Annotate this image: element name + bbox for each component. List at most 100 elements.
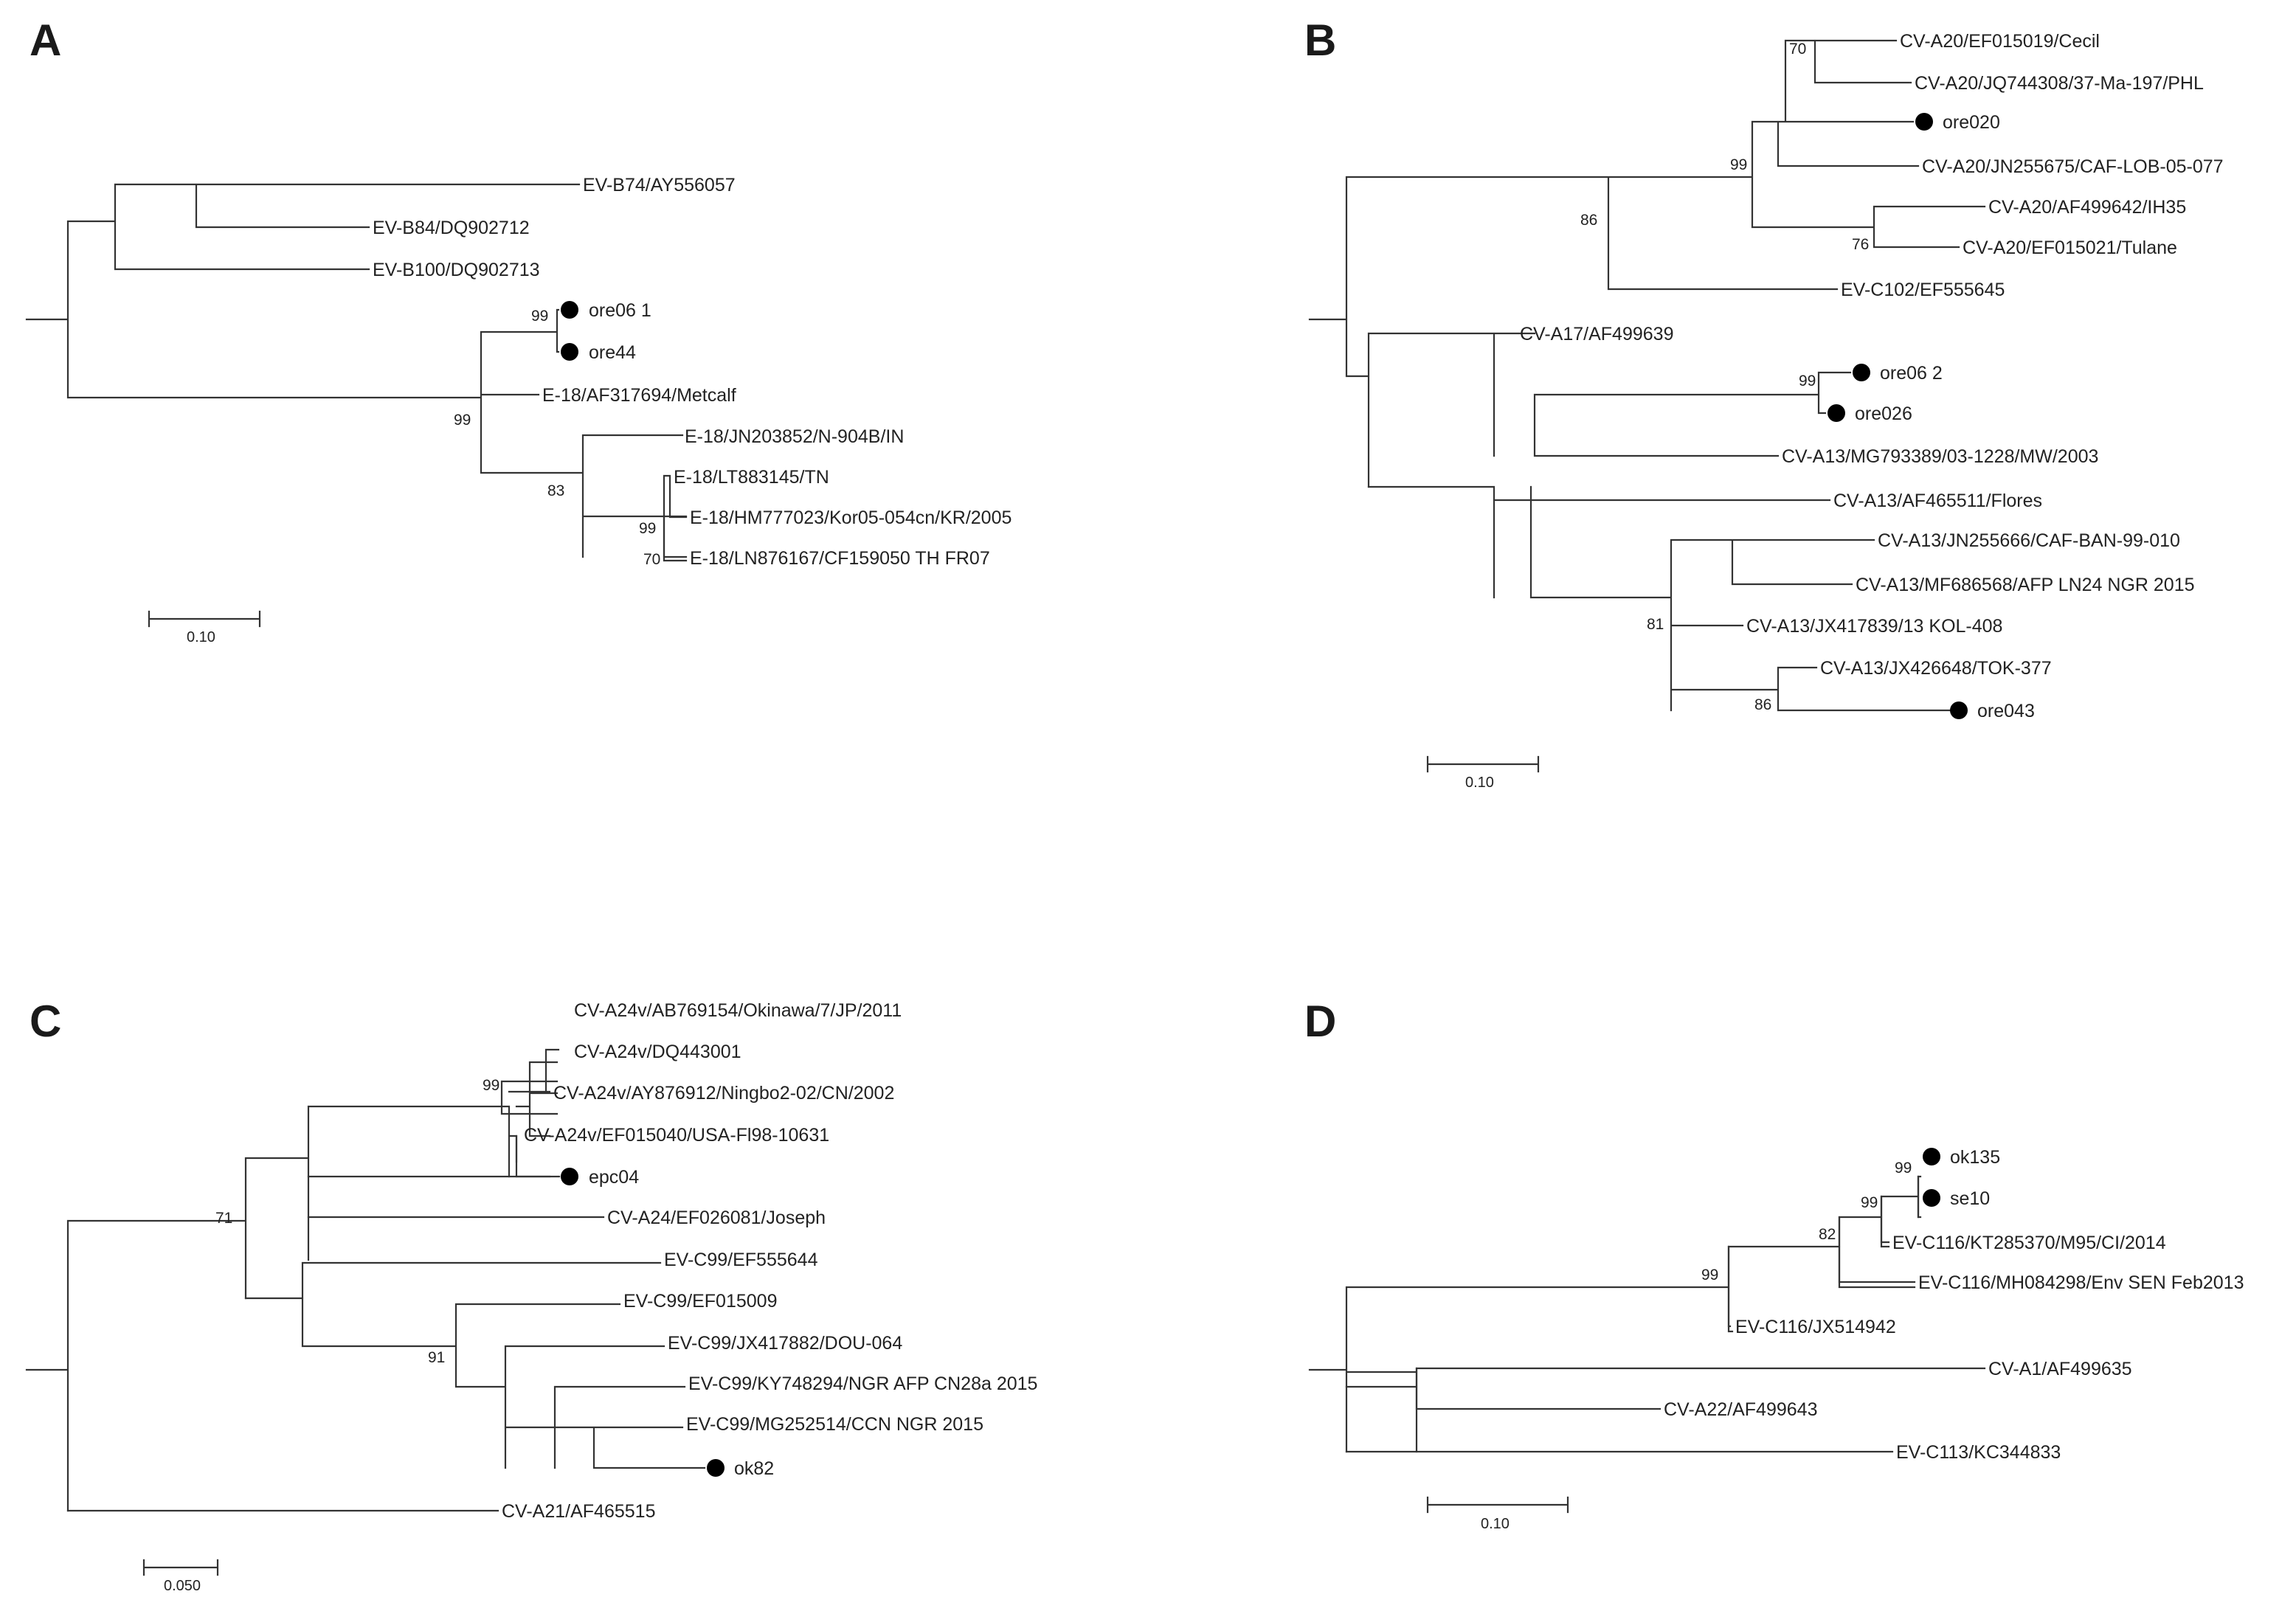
bootstrap-value: 86 [1580,212,1597,229]
leaf-label: E-18/JN203852/N-904B/IN [685,426,904,447]
leaf-label: ore44 [589,342,636,363]
bootstrap-value: 86 [1754,696,1771,713]
leaf-label: epc04 [589,1167,639,1188]
leaf-label: ore06 1 [589,300,651,321]
leaf-label: CV-A24/EF026081/Joseph [607,1208,826,1228]
leaf-label: EV-B74/AY556057 [583,175,736,195]
leaf-label: CV-A24v/EF015040/USA-Fl98-10631 [524,1125,829,1146]
isolate-marker [1853,364,1870,381]
panel-a-bootstrap: 99 99 83 99 70 [454,308,660,568]
leaf-label: E-18/LT883145/TN [674,467,829,488]
panel-a-leaves: EV-B74/AY556057 EV-B84/DQ902712 EV-B100/… [373,175,1012,569]
leaf-label: CV-A20/JQ744308/37-Ma-197/PHL [1915,73,2204,94]
leaf-label: EV-C99/JX417882/DOU-064 [668,1333,902,1354]
panel-b-branches [1308,39,1986,712]
bootstrap-value: 71 [215,1210,232,1227]
leaf-label: ore043 [1977,701,2035,721]
leaf-label: ore026 [1855,403,1912,424]
isolate-marker [1915,113,1933,131]
bootstrap-value: 83 [547,482,564,499]
leaf-label: ore020 [1943,112,2000,133]
leaf-label: CV-A13/JX426648/TOK-377 [1820,658,2052,679]
leaf-label: ok135 [1950,1147,2000,1168]
isolate-marker [1950,701,1968,719]
panel-d-letter: D [1304,997,1336,1046]
panel-a-scale-bar: 0.10 [148,610,261,645]
leaf-label: CV-A13/MF686568/AFP LN24 NGR 2015 [1856,575,2195,595]
isolate-marker [707,1459,725,1477]
bootstrap-value: 99 [483,1077,499,1094]
leaf-label: CV-A20/EF015019/Cecil [1900,31,2100,52]
leaf-label: CV-A24v/AB769154/Okinawa/7/JP/2011 [574,1000,902,1021]
panel-c: C CV-A24v/AB769154/Okinawa/7/JP/2011 CV-… [25,997,1037,1594]
panel-d-branches [1308,1175,1986,1453]
panel-c-leaves: CV-A24v/AB769154/Okinawa/7/JP/2011 CV-A2… [502,1000,1037,1522]
leaf-label: CV-A20/JN255675/CAF-LOB-05-077 [1922,156,2224,177]
leaf-label: CV-A1/AF499635 [1988,1359,2132,1379]
bootstrap-value: 70 [643,551,660,568]
isolate-marker [561,343,578,361]
bootstrap-value: 99 [1730,156,1747,173]
panel-d-leaves: ok135 se10 EV-C116/KT285370/M95/CI/2014 … [1664,1147,2244,1463]
leaf-label: CV-A13/MG793389/03-1228/MW/2003 [1782,446,2098,467]
bootstrap-value: 99 [1701,1267,1718,1284]
panel-d-scale-bar: 0.10 [1426,1496,1569,1532]
bootstrap-value: 91 [428,1349,445,1366]
panel-c-letter: C [30,997,61,1046]
leaf-label: CV-A13/JN255666/CAF-BAN-99-010 [1878,530,2180,551]
leaf-label: E-18/LN876167/CF159050 TH FR07 [690,548,990,569]
panel-a: A EV-B74/AY556057 EV-B84/DQ902712 EV-B10… [25,15,1012,645]
leaf-label: EV-C116/MH084298/Env SEN Feb2013 [1918,1272,2244,1293]
bootstrap-value: 99 [1861,1194,1878,1211]
panel-d-bootstrap: 99 99 82 99 [1701,1160,1912,1284]
leaf-label: CV-A17/AF499639 [1520,324,1673,344]
leaf-label: EV-C99/KY748294/NGR AFP CN28a 2015 [688,1373,1037,1394]
leaf-label: EV-C116/JX514942 [1735,1317,1896,1337]
bootstrap-value: 99 [454,412,471,429]
panel-d: D ok135 se10 EV-C116/KT285370/M95/CI/201… [1304,997,2244,1532]
leaf-label: CV-A21/AF465515 [502,1501,655,1522]
panel-c-branches [25,1048,706,1512]
leaf-label: ore06 2 [1880,363,1943,384]
isolate-marker [561,301,578,319]
panel-c-bootstrap: 99 71 91 [215,1077,499,1366]
isolate-marker [1923,1189,1940,1207]
isolate-marker [1828,404,1845,422]
bootstrap-value: 99 [1895,1160,1912,1177]
leaf-label: EV-C99/MG252514/CCN NGR 2015 [686,1414,983,1435]
leaf-label: EV-C102/EF555645 [1841,280,2005,300]
leaf-label: CV-A24v/AY876912/Ningbo2-02/CN/2002 [553,1083,894,1104]
leaf-label: EV-B100/DQ902713 [373,260,540,280]
panel-b-bootstrap: 70 99 76 86 99 81 86 [1580,41,1869,713]
leaf-label: se10 [1950,1188,1990,1209]
leaf-label: CV-A24v/DQ443001 [574,1042,741,1062]
bootstrap-value: 82 [1819,1226,1836,1243]
leaf-label: CV-A13/AF465511/Flores [1833,491,2042,511]
panel-c-scale-bar: 0.050 [142,1559,219,1594]
leaf-label: ok82 [734,1458,774,1479]
leaf-label: EV-C99/EF555644 [664,1250,818,1270]
leaf-label: EV-C116/KT285370/M95/CI/2014 [1892,1233,2166,1253]
scale-bar-label: 0.050 [164,1578,201,1594]
bootstrap-value: 76 [1852,236,1869,253]
leaf-label: EV-C99/EF015009 [623,1291,777,1312]
scale-bar-label: 0.10 [1481,1516,1510,1532]
panel-b: B CV-A20/EF015019/Cecil CV-A20/JQ744308/… [1304,15,2224,791]
isolate-marker [1923,1148,1940,1165]
bootstrap-value: 99 [639,520,656,537]
panel-b-leaves: CV-A20/EF015019/Cecil CV-A20/JQ744308/37… [1520,31,2224,721]
leaf-label: CV-A13/JX417839/13 KOL-408 [1746,616,2002,637]
leaf-label: CV-A20/AF499642/IH35 [1988,197,2186,218]
bootstrap-value: 81 [1647,616,1664,633]
leaf-label: CV-A20/EF015021/Tulane [1963,238,2177,258]
panel-b-letter: B [1304,15,1336,65]
leaf-label: EV-B84/DQ902712 [373,218,530,238]
leaf-label: CV-A22/AF499643 [1664,1399,1817,1420]
panel-a-branches [25,183,688,562]
bootstrap-value: 99 [531,308,548,325]
panel-b-scale-bar: 0.10 [1426,755,1540,791]
leaf-label: EV-C113/KC344833 [1896,1442,2061,1463]
scale-bar-label: 0.10 [187,629,215,645]
scale-bar-label: 0.10 [1465,775,1494,791]
